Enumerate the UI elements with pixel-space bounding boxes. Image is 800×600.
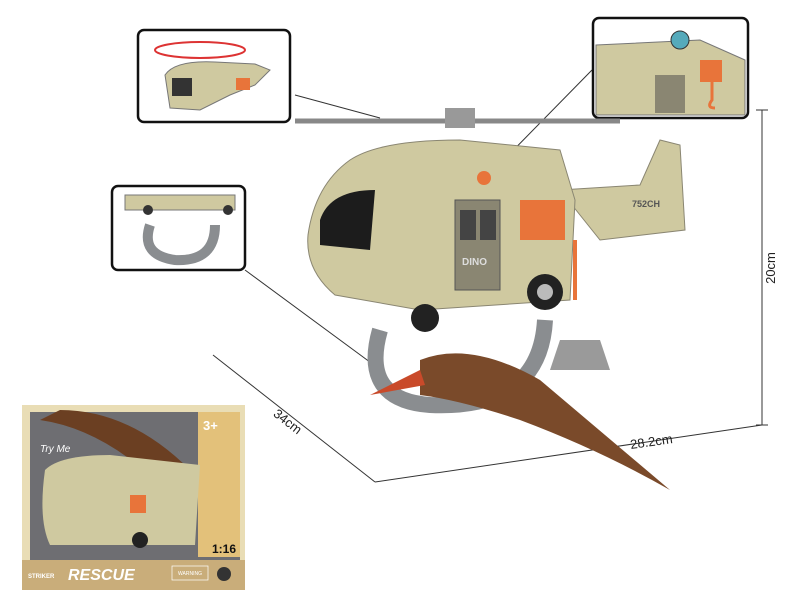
width-label: 28.2cm — [629, 431, 673, 452]
age-label: 3+ — [203, 418, 218, 433]
package-title: RESCUE — [68, 567, 136, 584]
length-label: 34cm — [271, 406, 305, 437]
helicopter: 752CH DINO — [295, 108, 686, 490]
dimension-lines — [212, 69, 768, 483]
scale-label: 1:16 — [212, 542, 236, 556]
try-me-label: Try Me — [40, 444, 71, 455]
package-box: Try Me 3+ 1:16 STRIKER RESCUE WARNING — [22, 405, 245, 590]
light-sound-button — [477, 171, 491, 185]
inset-light-sound-detail — [591, 16, 750, 120]
pterosaur — [420, 353, 670, 490]
tail-boom — [559, 139, 686, 241]
length-line — [212, 354, 376, 483]
height-label: 20cm — [763, 252, 778, 284]
cockpit-window — [320, 190, 375, 250]
inset-rotor-detail — [136, 28, 292, 124]
inset-net-detail — [110, 184, 247, 272]
rescue-net — [367, 319, 553, 414]
fuselage — [307, 139, 576, 311]
width-line — [374, 424, 763, 483]
brand-logo: STRIKER — [28, 574, 55, 580]
door-label: DINO — [462, 257, 487, 268]
tail-code: 752CH — [632, 199, 660, 209]
warning-label: WARNING — [178, 571, 202, 577]
winch — [520, 200, 565, 240]
rescue-basket — [550, 340, 610, 370]
